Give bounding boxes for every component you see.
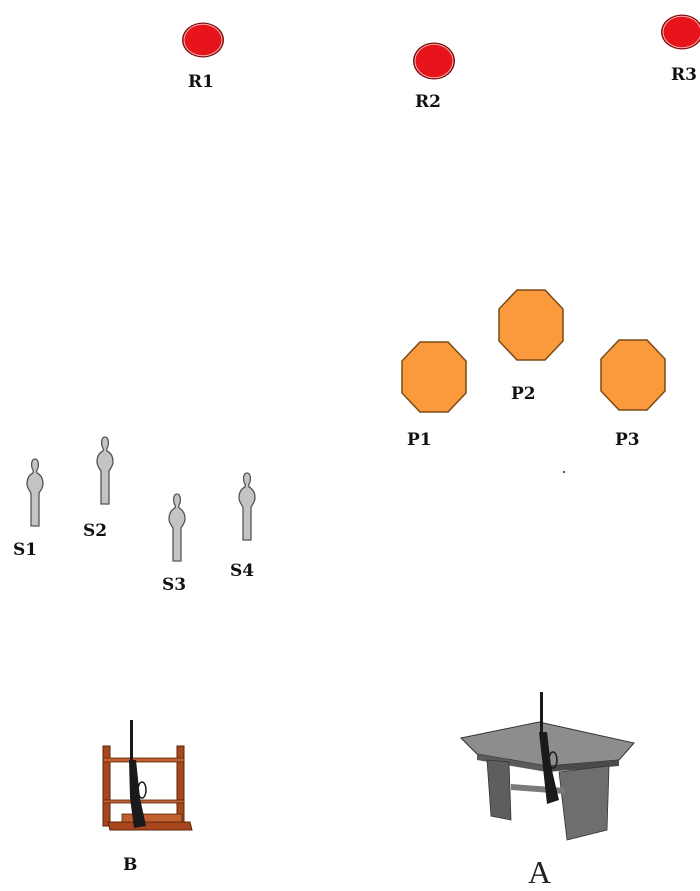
silhouette-target-icon — [238, 472, 256, 541]
plate-p2 — [497, 288, 565, 362]
table-label-a: A — [528, 854, 552, 890]
round-target-icon — [661, 14, 700, 50]
rifle-rack-station-b — [100, 718, 195, 834]
round-target-r2 — [411, 41, 457, 81]
round-target-label-r2: R2 — [415, 92, 441, 112]
silhouette-label-s3: S3 — [162, 575, 187, 595]
round-target-label-r3: R3 — [671, 65, 697, 85]
silhouette-target-icon — [168, 493, 186, 562]
octagon-plate-icon — [401, 341, 467, 413]
round-target-icon — [413, 42, 455, 80]
silhouette-s4 — [236, 472, 258, 542]
octagon-plate-icon — [600, 339, 666, 411]
silhouette-label-s1: S1 — [13, 540, 38, 560]
silhouette-s3 — [166, 493, 188, 563]
silhouette-target-icon — [26, 458, 44, 527]
rifle-rack-icon — [102, 720, 193, 831]
round-target-r1 — [180, 21, 226, 59]
plate-p1 — [400, 340, 468, 414]
round-target-label-r1: R1 — [188, 72, 214, 92]
octagon-plate-icon — [498, 289, 564, 361]
shooting-table-station-a — [459, 688, 637, 848]
plate-label-p1: P1 — [407, 430, 432, 450]
rack-label-b: B — [123, 855, 138, 875]
round-target-r3 — [660, 13, 700, 51]
plate-p3 — [599, 338, 667, 412]
plate-label-p2: P2 — [511, 384, 536, 404]
silhouette-target-icon — [96, 436, 114, 505]
round-target-icon — [182, 22, 224, 58]
silhouette-s2 — [94, 436, 116, 506]
silhouette-label-s2: S2 — [83, 521, 108, 541]
silhouette-label-s4: S4 — [230, 561, 255, 581]
shooting-table-icon — [459, 692, 635, 841]
plate-label-p3: P3 — [615, 430, 640, 450]
silhouette-s1 — [24, 458, 46, 528]
stray-dot — [563, 471, 565, 473]
